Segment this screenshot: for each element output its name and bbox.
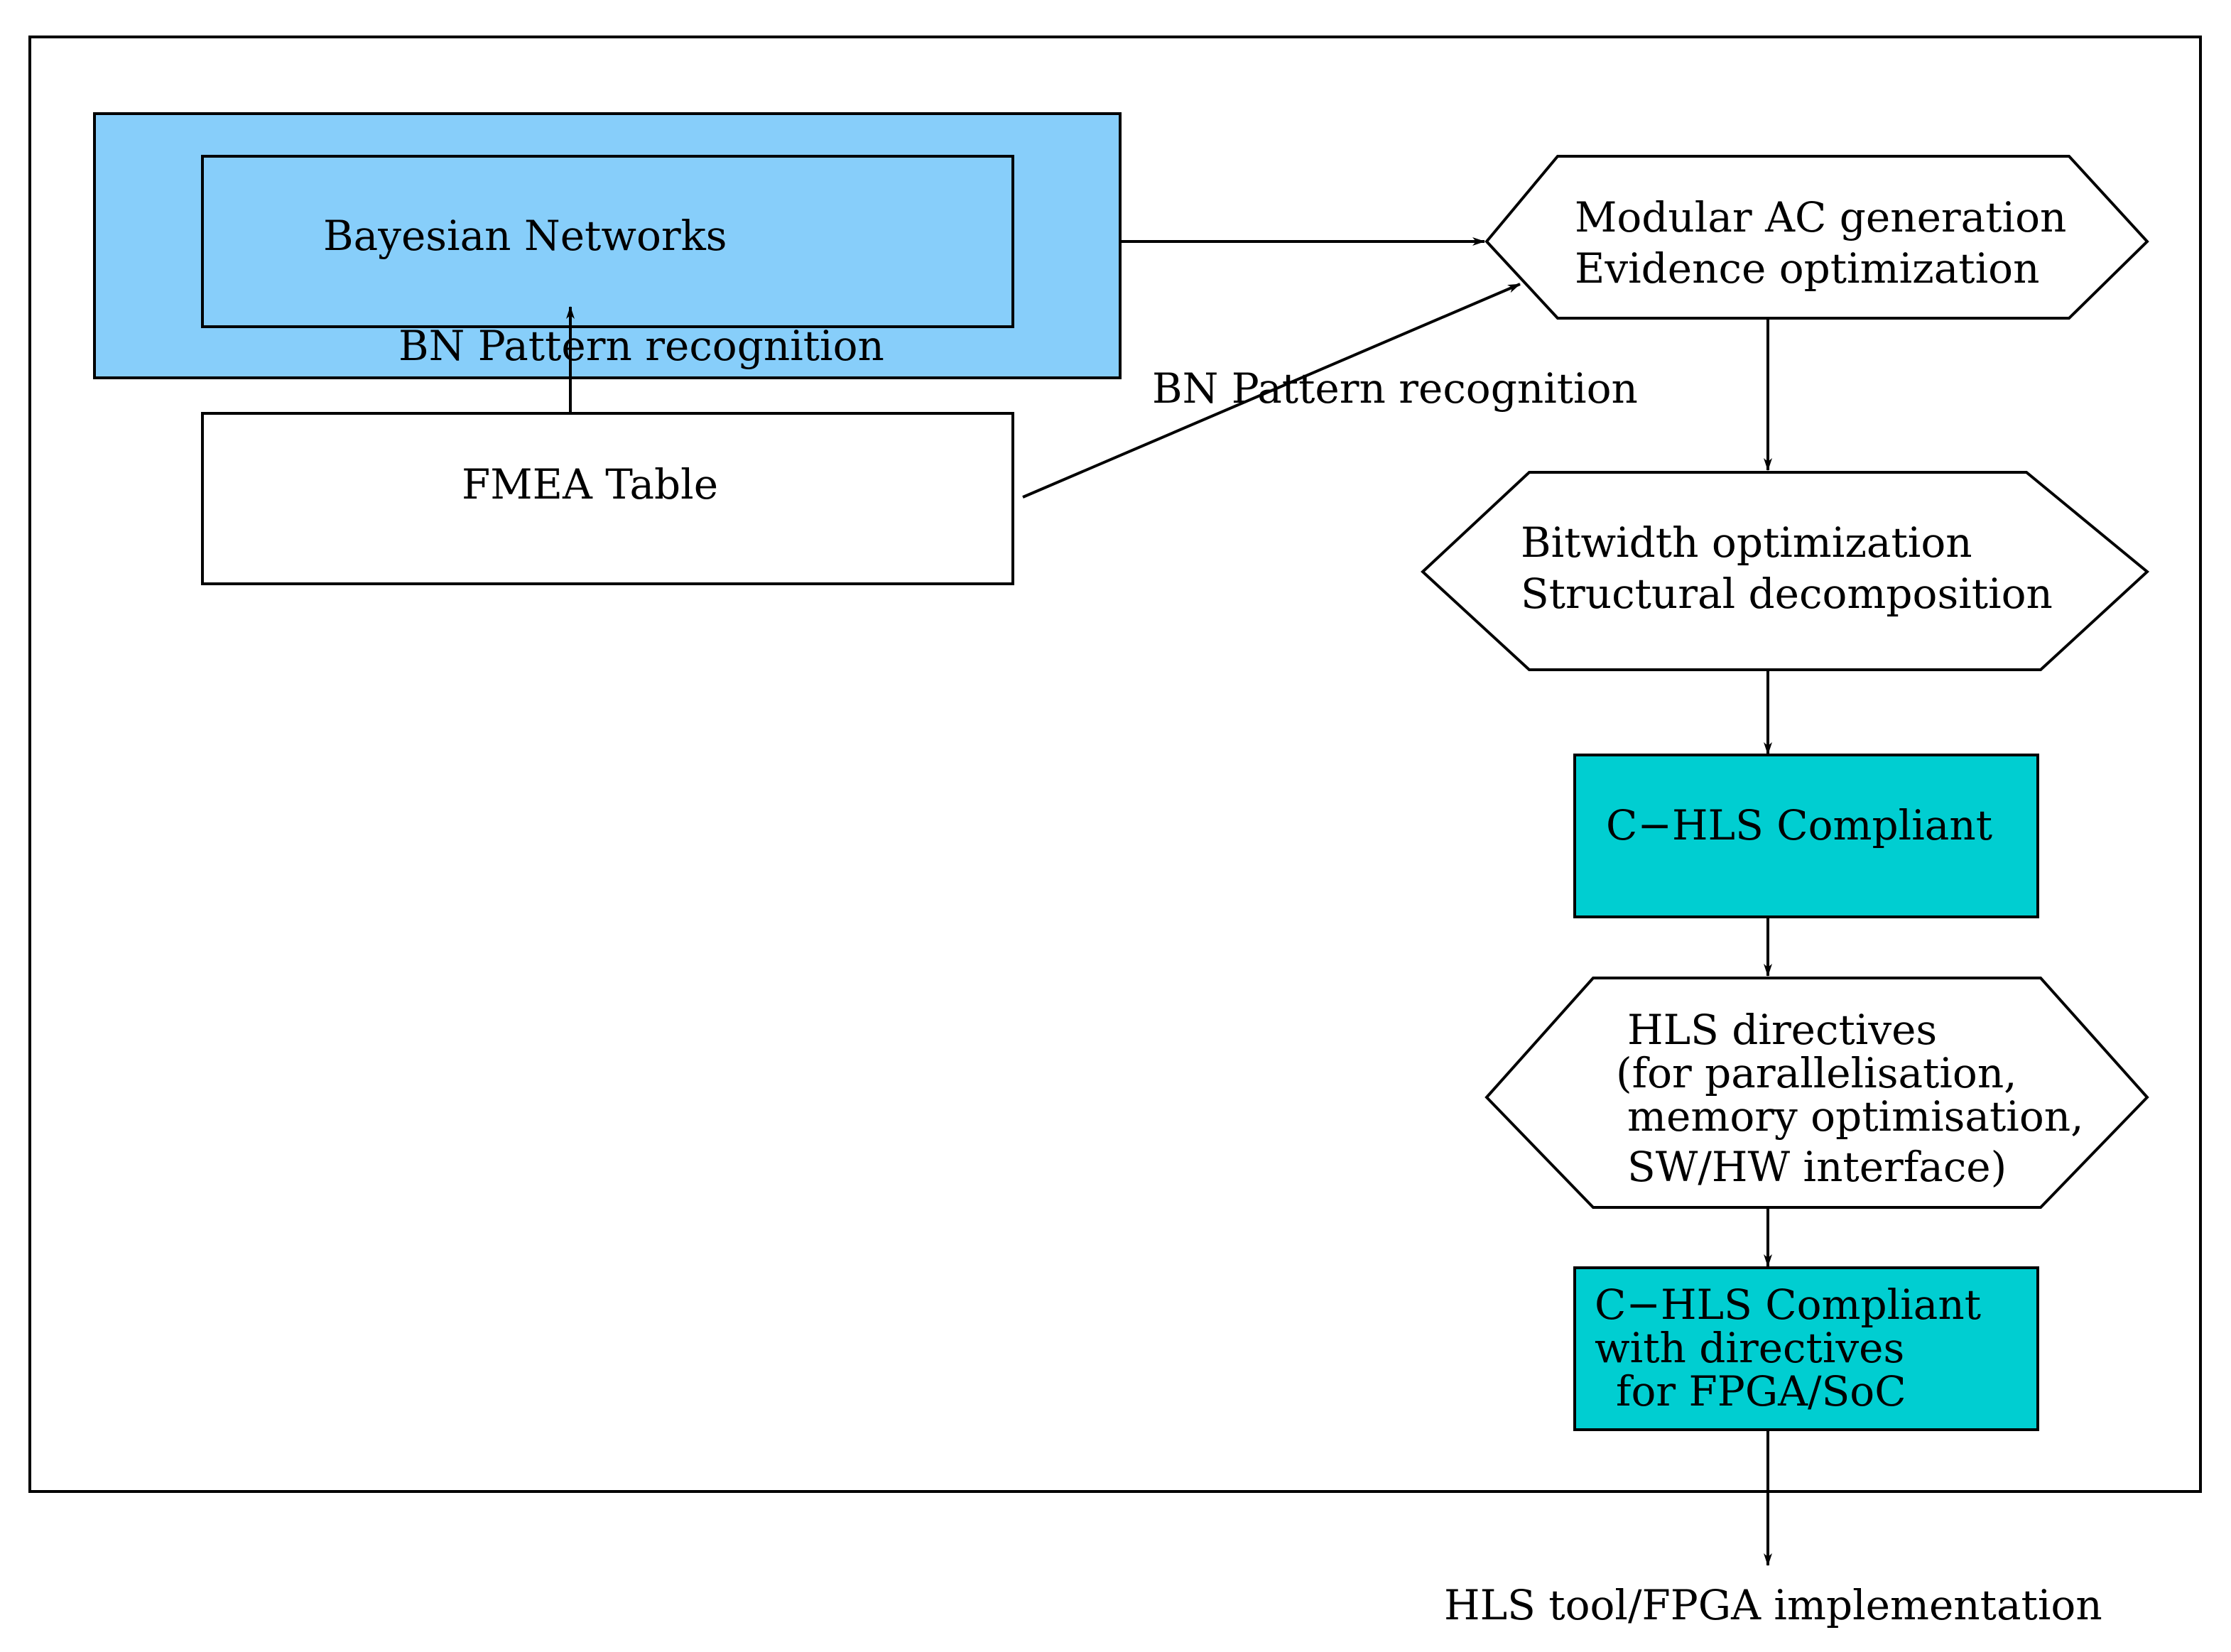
bn-pattern-recognition-inner-label: BN Pattern recognition — [398, 322, 884, 370]
chls-with-directives-box — [1573, 1266, 2039, 1431]
hls-tool-fpga-implementation-label: HLS tool/FPGA implementation — [1444, 1581, 2102, 1629]
chls-compliant-box — [1573, 754, 2039, 918]
bitwidth-optimization-label: Bitwidth optimization — [1521, 518, 1972, 567]
outer-frame — [28, 36, 2202, 1493]
chls-compliant-2-label: C−HLS Compliant — [1595, 1281, 1981, 1329]
fmea-table-box — [201, 412, 1014, 585]
for-parallelisation-label: (for parallelisation, — [1616, 1049, 2017, 1097]
edge-label-bn-pattern-recognition: BN Pattern recognition — [1152, 364, 1638, 413]
sw-hw-interface-label: SW/HW interface) — [1627, 1143, 2007, 1191]
for-fpga-soc-label: for FPGA/SoC — [1616, 1367, 1906, 1415]
bn-inner-box — [201, 155, 1014, 328]
bayesian-networks-label: Bayesian Networks — [323, 212, 727, 260]
hls-directives-hexagon — [1484, 977, 2149, 1209]
bitwidth-hexagon — [1421, 471, 2150, 671]
chls-compliant-label: C−HLS Compliant — [1606, 801, 1992, 849]
structural-decomposition-label: Structural decomposition — [1521, 570, 2053, 618]
modular-ac-generation-label: Modular AC generation — [1575, 193, 2066, 241]
with-directives-label: with directives — [1595, 1324, 1904, 1372]
evidence-optimization-label: Evidence optimization — [1575, 244, 2039, 293]
hls-directives-label: HLS directives — [1627, 1006, 1937, 1054]
fmea-table-label: FMEA Table — [462, 460, 718, 509]
memory-optimisation-label: memory optimisation, — [1627, 1092, 2084, 1141]
arrow-fmea-to-modular-ac — [1022, 283, 1521, 499]
modular-ac-hexagon — [1484, 155, 2149, 320]
